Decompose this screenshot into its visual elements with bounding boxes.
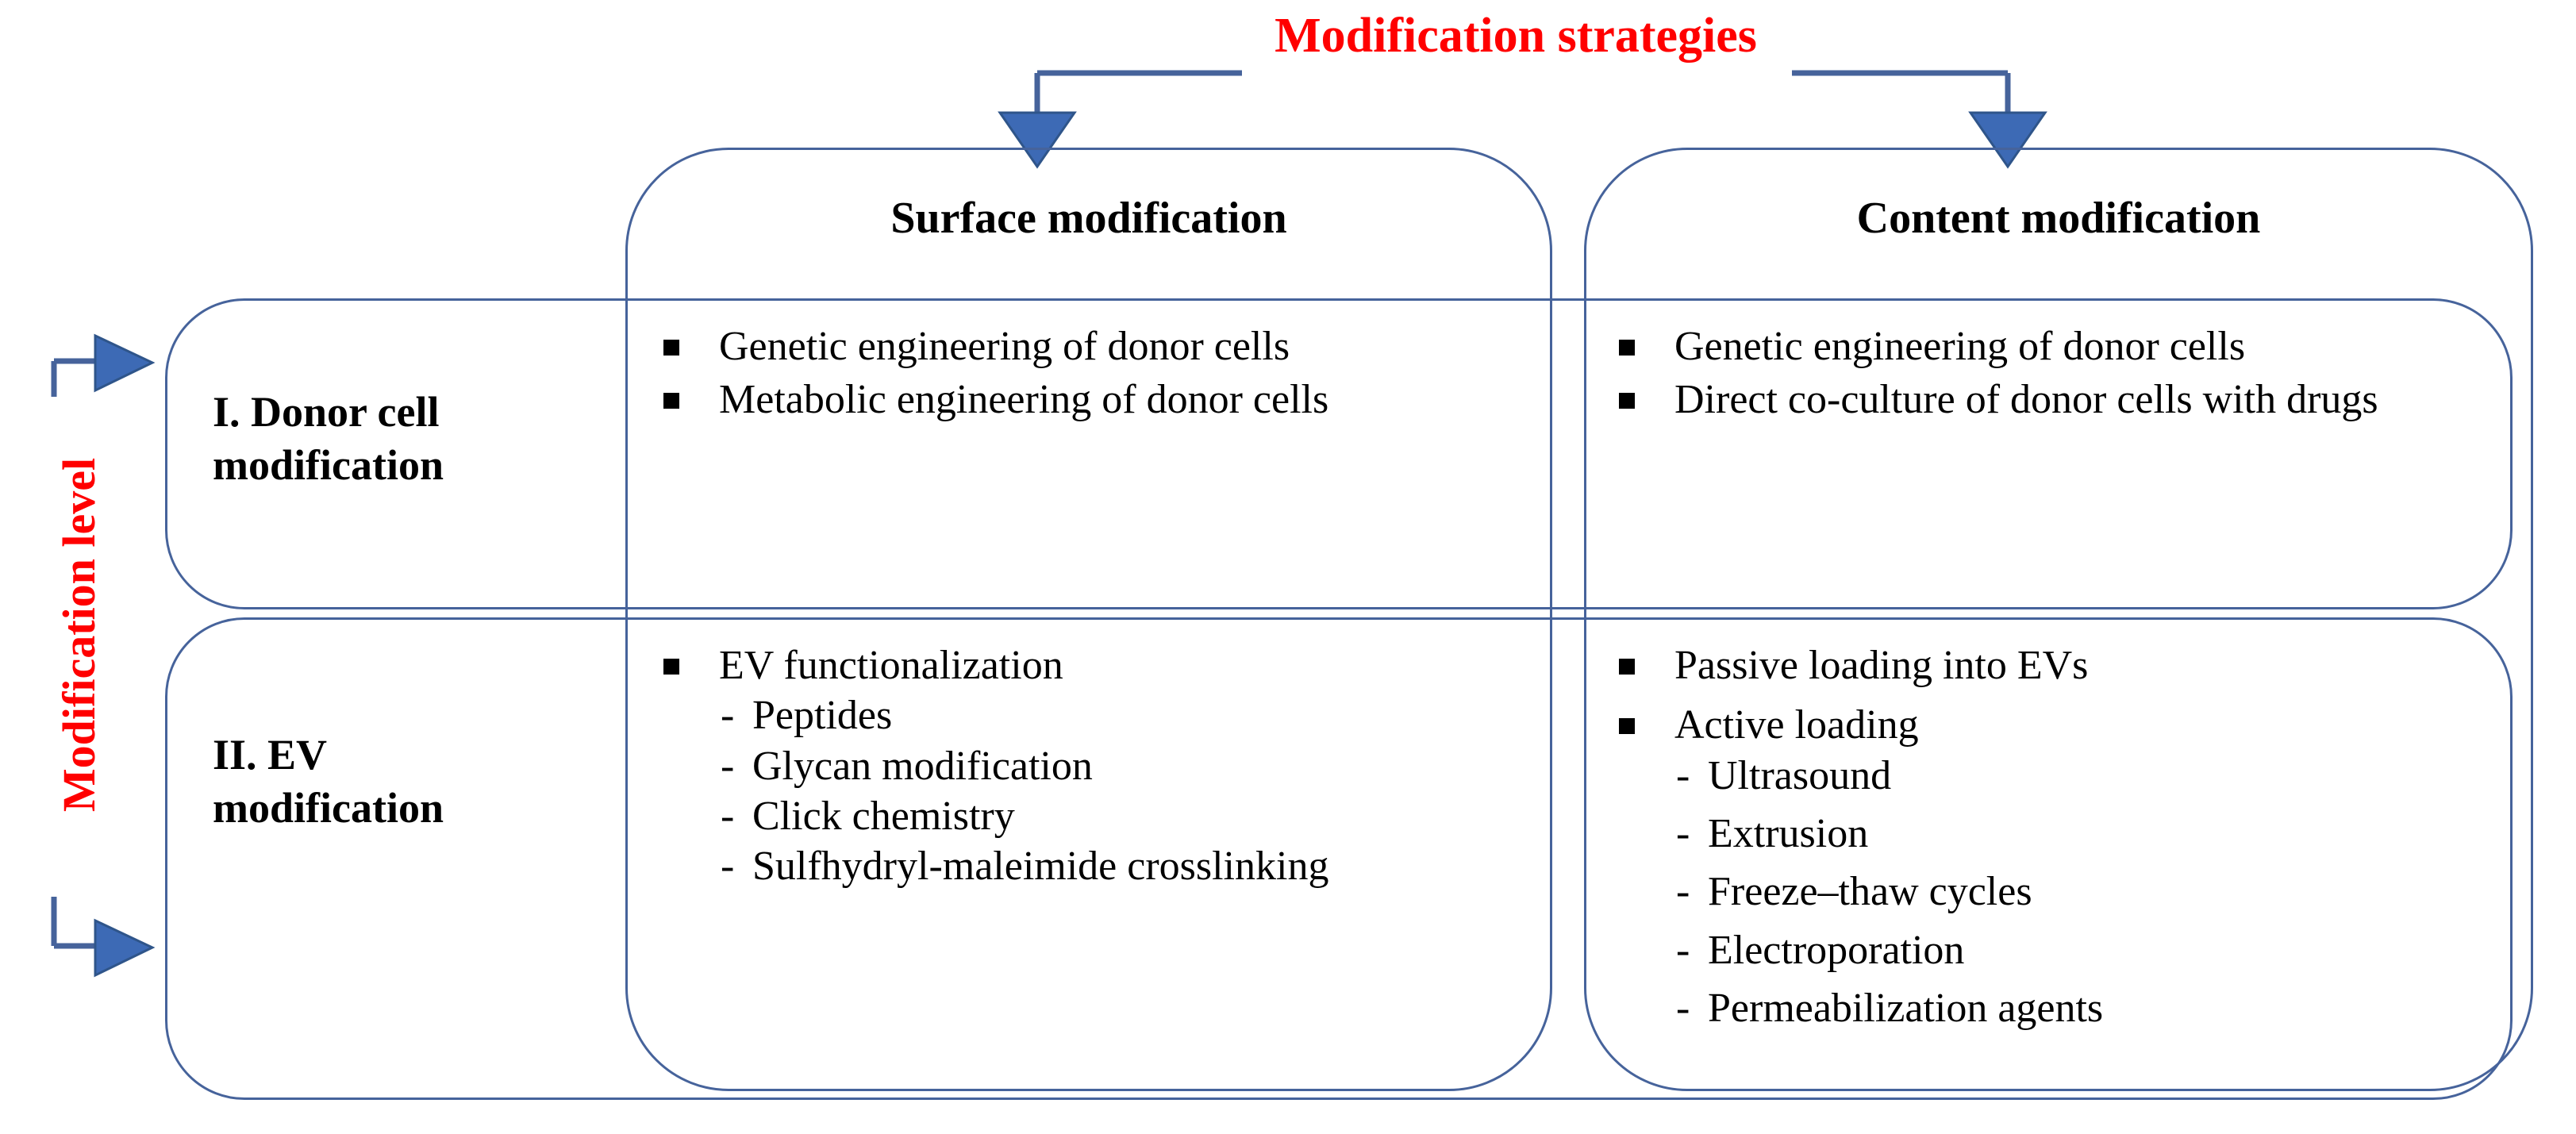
bullet-list-item: Genetic engineering of donor cells xyxy=(659,322,1540,371)
bullet-item-label: Direct co-culture of donor cells with dr… xyxy=(1674,377,2378,423)
dash-bullet-icon: - xyxy=(1676,811,1690,857)
modification-strategies-axis-label: Modification strategies xyxy=(1275,9,1757,63)
square-bullet-icon xyxy=(663,340,679,356)
dash-bullet-icon: - xyxy=(721,844,735,890)
sub-bullet-list-item: -Sulfhydryl-maleimide crosslinking xyxy=(719,842,1548,890)
sub-bullet-item-label: Peptides xyxy=(752,693,893,739)
bullet-list-item: Active loading-Ultrasound-Extrusion-Free… xyxy=(1614,701,2519,1032)
bullet-item-label: EV functionalization xyxy=(719,643,1063,688)
bullet-item-label: Genetic engineering of donor cells xyxy=(719,324,1290,369)
square-bullet-icon xyxy=(663,659,679,675)
row-capsule-donor-cell xyxy=(165,298,2513,609)
sub-bullet-item-label: Sulfhydryl-maleimide crosslinking xyxy=(752,844,1329,890)
arrow-right-icon-lower xyxy=(94,918,156,978)
bullet-list-item: Metabolic engineering of donor cells xyxy=(659,375,1540,424)
bullet-list-item: Genetic engineering of donor cells xyxy=(1614,322,2519,371)
bullet-list: EV functionalization-Peptides-Glycan mod… xyxy=(659,641,1548,891)
sub-bullet-list-item: -Glycan modification xyxy=(719,742,1548,790)
bullet-list-item: Direct co-culture of donor cells with dr… xyxy=(1614,375,2519,424)
square-bullet-icon xyxy=(663,393,679,409)
row-label-ev-line2: modification xyxy=(213,783,444,832)
sub-bullet-list: -Ultrasound-Extrusion-Freeze–thaw cycles… xyxy=(1674,752,2519,1033)
bullet-item-label: Genetic engineering of donor cells xyxy=(1674,324,2246,369)
dash-bullet-icon: - xyxy=(1676,986,1690,1032)
sub-bullet-item-label: Freeze–thaw cycles xyxy=(1708,869,2032,915)
sub-bullet-item-label: Extrusion xyxy=(1708,811,1869,857)
dash-bullet-icon: - xyxy=(1676,927,1690,973)
bullet-item-label: Active loading xyxy=(1674,702,1919,748)
bullet-list-item: Passive loading into EVs xyxy=(1614,641,2519,690)
row-label-donor-line1: I. Donor cell xyxy=(213,388,440,436)
sub-bullet-list-item: -Freeze–thaw cycles xyxy=(1674,867,2519,916)
sub-bullet-list-item: -Electroporation xyxy=(1674,926,2519,974)
cell-ev-surface: EV functionalization-Peptides-Glycan mod… xyxy=(659,641,1548,896)
sub-bullet-item-label: Permeabilization agents xyxy=(1708,986,2104,1032)
sub-bullet-list-item: -Extrusion xyxy=(1674,809,2519,858)
sub-bullet-list-item: -Click chemistry xyxy=(719,792,1548,840)
modification-level-axis-label: Modification level xyxy=(53,457,105,813)
column-header-surface-modification: Surface modification xyxy=(890,194,1287,243)
sub-bullet-list-item: -Permeabilization agents xyxy=(1674,984,2519,1032)
dash-bullet-icon: - xyxy=(721,743,735,789)
row-label-ev-line1: II. EV xyxy=(213,731,328,778)
sub-bullet-list-item: -Ultrasound xyxy=(1674,752,2519,800)
sub-bullet-item-label: Glycan modification xyxy=(752,743,1093,789)
square-bullet-icon xyxy=(1619,659,1635,675)
square-bullet-icon xyxy=(1619,718,1635,735)
row-label-ev-modification: II. EV modification xyxy=(213,728,586,835)
square-bullet-icon xyxy=(1619,340,1635,356)
sub-bullet-item-label: Ultrasound xyxy=(1708,752,1892,798)
dash-bullet-icon: - xyxy=(721,693,735,739)
square-bullet-icon xyxy=(1619,393,1635,409)
dash-bullet-icon: - xyxy=(1676,752,1690,798)
sub-bullet-item-label: Click chemistry xyxy=(752,794,1015,840)
bullet-list-item: EV functionalization-Peptides-Glycan mod… xyxy=(659,641,1548,891)
sub-bullet-item-label: Electroporation xyxy=(1708,927,1965,973)
column-header-content-modification: Content modification xyxy=(1856,194,2261,243)
row-label-donor-cell-modification: I. Donor cell modification xyxy=(213,386,586,492)
sub-bullet-list-item: -Peptides xyxy=(719,691,1548,740)
dash-bullet-icon: - xyxy=(1676,869,1690,915)
sub-bullet-list: -Peptides-Glycan modification-Click chem… xyxy=(719,691,1548,890)
bullet-item-label: Metabolic engineering of donor cells xyxy=(719,377,1329,423)
row-capsule-ev xyxy=(165,617,2513,1100)
dash-bullet-icon: - xyxy=(721,794,735,840)
row-label-donor-line2: modification xyxy=(213,440,444,489)
bullet-item-label: Passive loading into EVs xyxy=(1674,643,2089,688)
